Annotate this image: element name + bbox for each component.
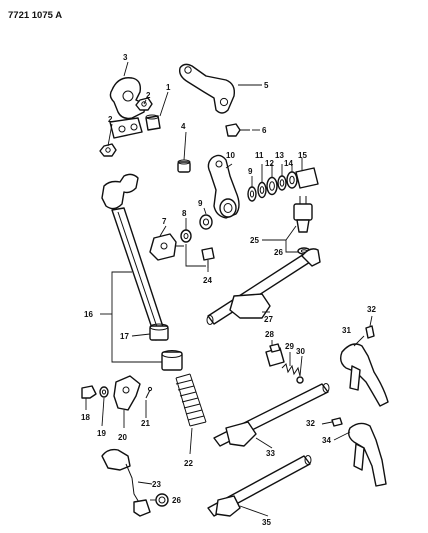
callout-22: 22 — [184, 459, 193, 468]
pin-part-32-upper — [365, 325, 375, 339]
seal-part-14 — [286, 171, 298, 189]
callout-3: 3 — [123, 53, 128, 62]
bolt-part-24 — [201, 247, 215, 268]
callout-5: 5 — [264, 81, 269, 90]
fork-part-31 — [339, 343, 389, 407]
bushing-part-17-lower — [161, 350, 183, 371]
pin-part-6 — [225, 123, 250, 137]
callout-15: 15 — [298, 151, 307, 160]
lever-part-23 — [101, 448, 151, 517]
ring-part-13 — [277, 175, 287, 191]
callout-13: 13 — [275, 151, 284, 160]
callout-31: 31 — [342, 326, 351, 335]
callout-7: 7 — [162, 217, 167, 226]
callout-6: 6 — [262, 126, 267, 135]
callout-23: 23 — [152, 480, 161, 489]
callout-21: 21 — [141, 419, 150, 428]
callout-26-lower: 26 — [172, 496, 181, 505]
callout-2-upper: 2 — [146, 91, 151, 100]
callout-9-upper: 9 — [248, 167, 253, 176]
callout-28: 28 — [265, 330, 274, 339]
callout-9-lower: 9 — [198, 199, 203, 208]
washer-part-26-lower — [155, 493, 169, 507]
ball-part-30 — [296, 376, 304, 384]
spring-part-22 — [175, 373, 207, 427]
shift-shaft-part-16 — [101, 173, 167, 341]
bushing-part-4 — [177, 159, 191, 173]
callout-4: 4 — [181, 122, 186, 131]
assembly-line-7-24 — [185, 244, 206, 267]
callout-27: 27 — [264, 315, 273, 324]
shift-rod-part-33 — [213, 383, 330, 447]
washer-part-8 — [180, 229, 192, 243]
callout-34: 34 — [322, 436, 331, 445]
callout-20: 20 — [118, 433, 127, 442]
shift-rod-part-35 — [207, 455, 312, 517]
callout-2-lower: 2 — [108, 115, 113, 124]
washer-part-11 — [257, 181, 267, 199]
callout-17: 17 — [120, 332, 129, 341]
seal-part-12 — [266, 176, 278, 196]
shift-rod-part-27 — [206, 248, 321, 325]
document-id: 7721 1075 A — [8, 10, 62, 21]
plunger-part-18 — [81, 385, 97, 399]
callout-35: 35 — [262, 518, 271, 527]
nut-part-2-lower — [99, 143, 117, 157]
callout-14: 14 — [284, 159, 293, 168]
washer-part-19 — [99, 386, 109, 398]
callout-16: 16 — [84, 310, 93, 319]
callout-19: 19 — [97, 429, 106, 438]
callout-32-lower: 32 — [306, 419, 315, 428]
callout-30: 30 — [296, 347, 305, 356]
callout-32-upper: 32 — [367, 305, 376, 314]
pin-part-32-lower — [331, 417, 343, 427]
bushing-part-1 — [145, 114, 161, 131]
callout-12: 12 — [265, 159, 274, 168]
callout-11: 11 — [255, 151, 264, 160]
lever-part-10 — [207, 154, 240, 219]
leader-lines — [85, 61, 373, 517]
callout-25: 25 — [250, 236, 259, 245]
spring-part-29 — [281, 363, 301, 377]
callout-8: 8 — [182, 209, 187, 218]
bracket-line-16 — [111, 271, 162, 363]
callout-1: 1 — [166, 83, 171, 92]
block-part-20 — [113, 375, 141, 411]
callout-26-upper: 26 — [274, 248, 283, 257]
callout-24: 24 — [203, 276, 212, 285]
callout-10: 10 — [226, 151, 235, 160]
block-part-7 — [149, 233, 184, 261]
callout-18: 18 — [81, 413, 90, 422]
ring-part-9-lower — [199, 214, 213, 230]
pin-part-21 — [145, 386, 153, 399]
plug-part-28 — [265, 343, 285, 367]
lever-part-5 — [178, 63, 236, 114]
callout-labels: 3 2 2 1 5 6 4 10 9 11 12 13 14 15 7 8 9 … — [81, 53, 376, 527]
switch-part-15 — [293, 167, 319, 233]
fork-part-34 — [347, 422, 387, 487]
callout-33: 33 — [266, 449, 275, 458]
bushing-part-17-upper — [149, 323, 169, 341]
callout-29: 29 — [285, 342, 294, 351]
washer-part-9-upper — [247, 186, 257, 202]
